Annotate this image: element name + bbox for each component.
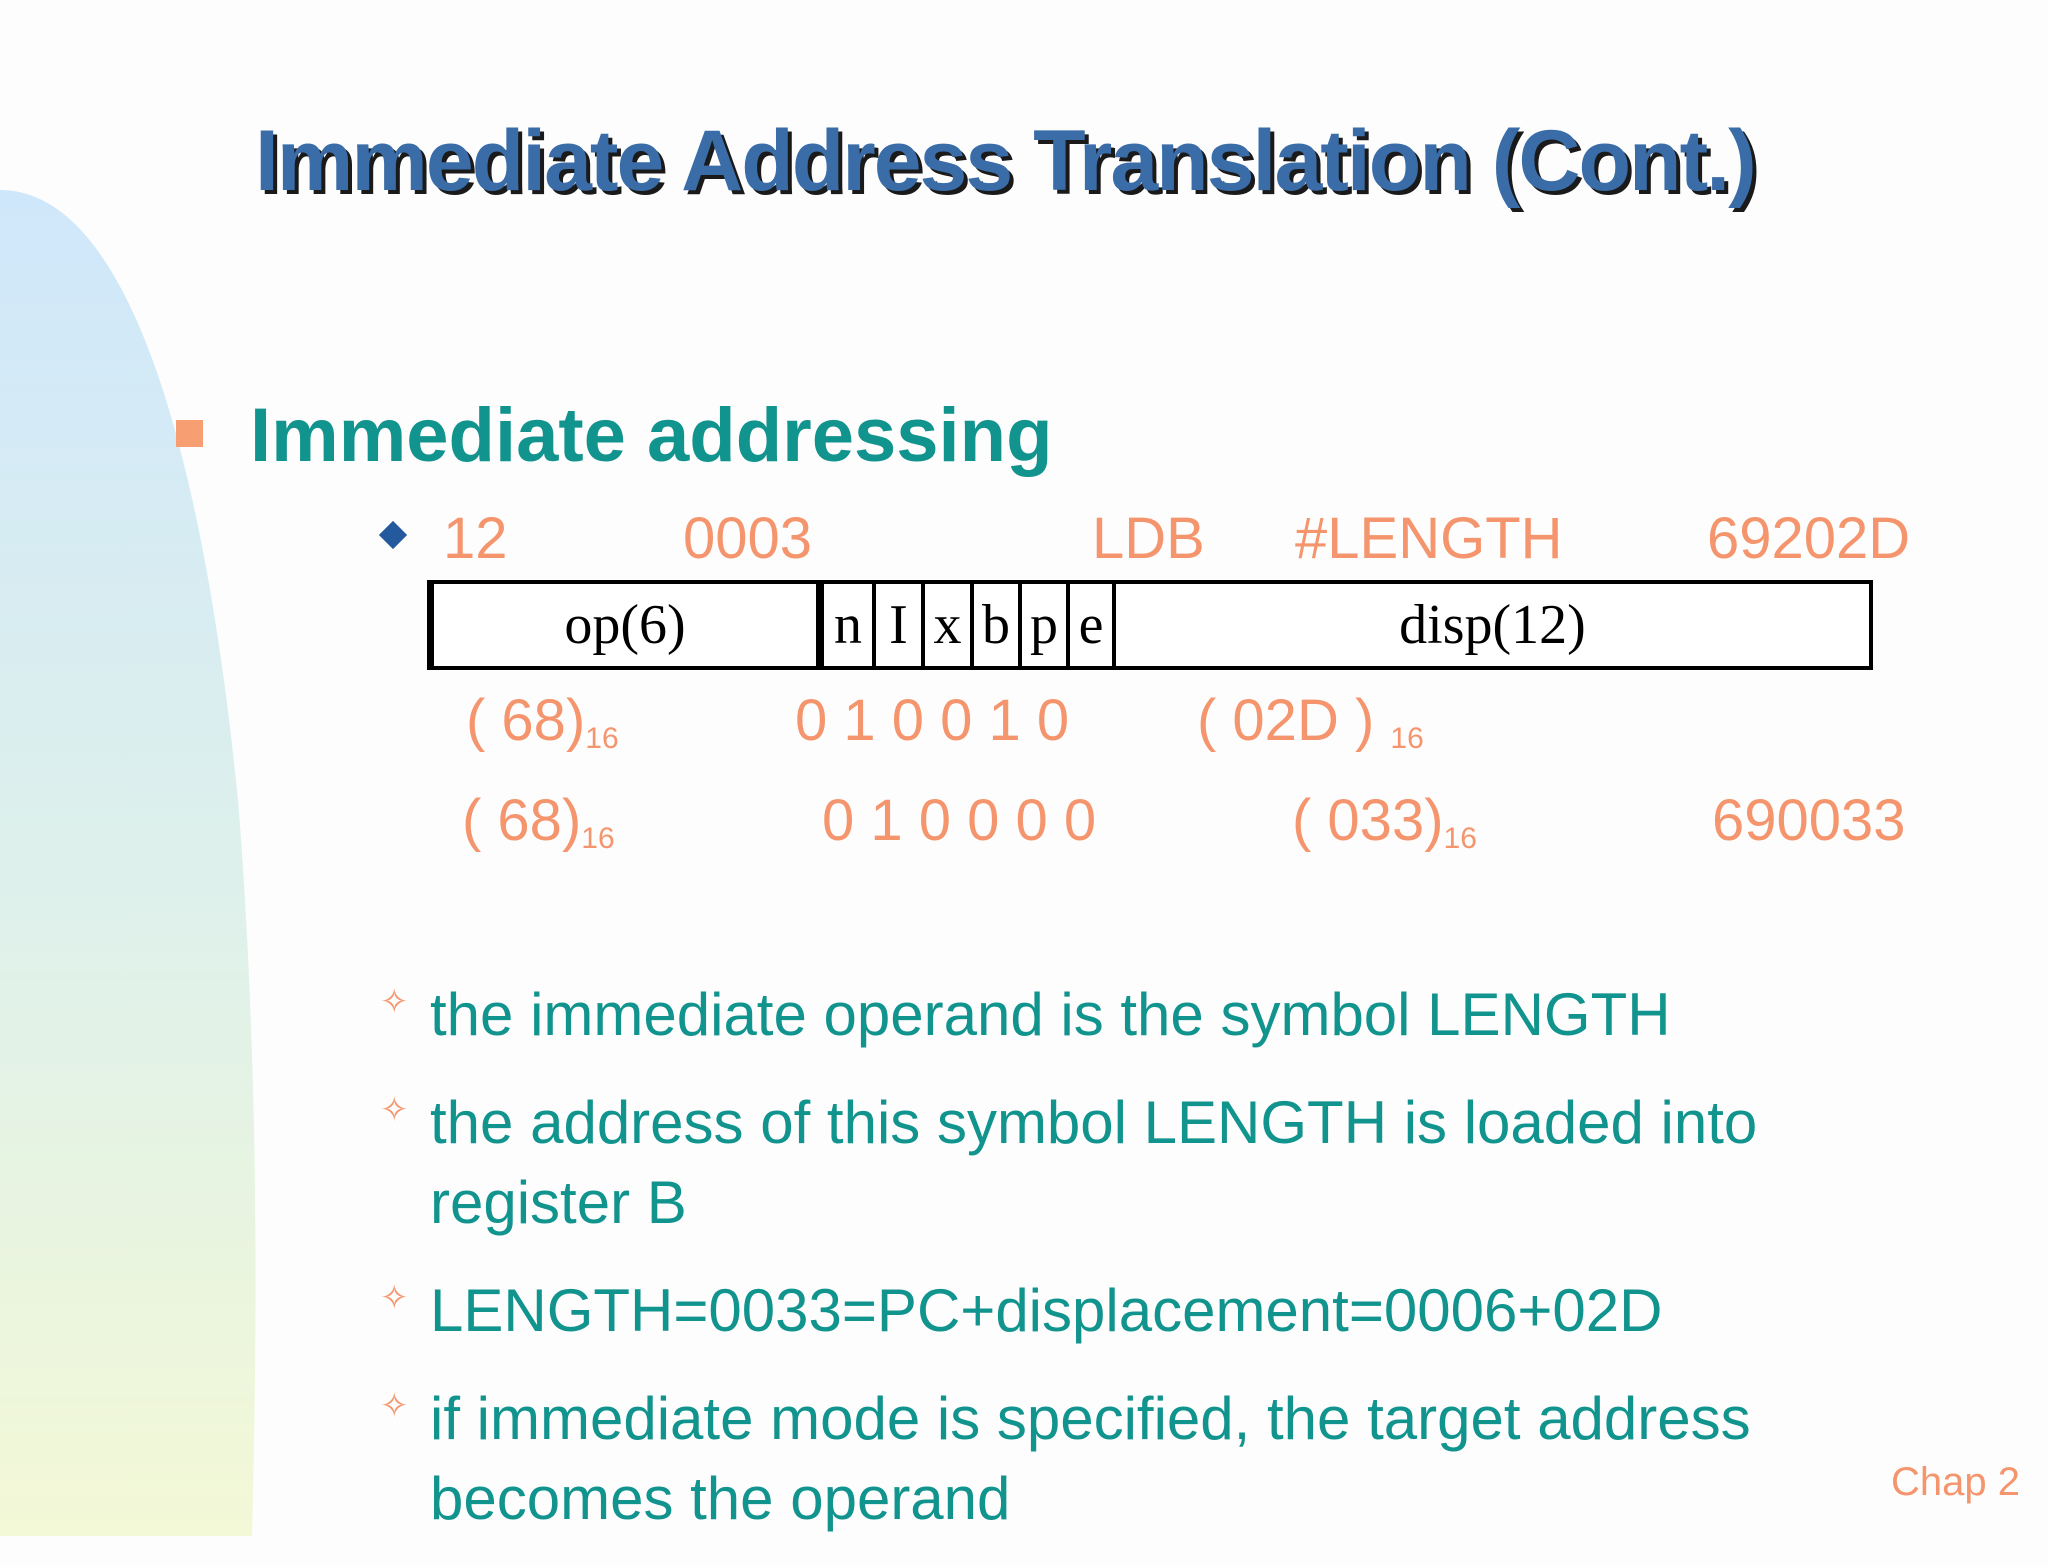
note-text: the immediate operand is the symbol LENG… bbox=[430, 981, 1671, 1048]
square-bullet-icon bbox=[176, 420, 203, 447]
notes-list: ✧ the immediate operand is the symbol LE… bbox=[380, 975, 1980, 1567]
field-p: p bbox=[1018, 584, 1066, 666]
row1-flags: 0 1 0 0 1 0 bbox=[795, 688, 1070, 753]
row2-disp: ( 033)16 bbox=[1292, 788, 1477, 855]
field-n: n bbox=[820, 584, 872, 666]
row2-op: ( 68)16 bbox=[462, 788, 615, 855]
field-x: x bbox=[921, 584, 970, 666]
star-bullet-icon: ✧ bbox=[380, 1387, 409, 1425]
field-e: e bbox=[1066, 584, 1116, 666]
chapter-footer: Chap 2 bbox=[1891, 1460, 2020, 1504]
note-text: LENGTH=0033=PC+displacement=0006+02D bbox=[430, 1277, 1663, 1344]
note-text: if immediate mode is specified, the targ… bbox=[430, 1385, 1751, 1532]
source-opcode: LDB bbox=[1092, 506, 1205, 571]
row2-flags: 0 1 0 0 0 0 bbox=[822, 788, 1097, 853]
bullet-heading: Immediate addressing bbox=[250, 393, 1053, 478]
field-op: op(6) bbox=[434, 584, 820, 666]
field-b: b bbox=[970, 584, 1018, 666]
list-item: ✧ if immediate mode is specified, the ta… bbox=[380, 1379, 1970, 1539]
source-loc: 12 bbox=[443, 506, 508, 571]
decorative-wave-background bbox=[0, 190, 256, 1536]
source-operand: #LENGTH bbox=[1295, 506, 1563, 571]
field-disp: disp(12) bbox=[1399, 594, 1586, 656]
source-object-code: 69202D bbox=[1707, 506, 1911, 571]
row1-disp: ( 02D ) 16 bbox=[1197, 688, 1424, 755]
diamond-bullet-icon bbox=[378, 520, 408, 550]
star-bullet-icon: ✧ bbox=[380, 983, 409, 1021]
row2-object-code: 690033 bbox=[1712, 788, 1906, 853]
field-i: I bbox=[872, 584, 921, 666]
star-bullet-icon: ✧ bbox=[380, 1279, 409, 1317]
instruction-format-diagram: op(6) n I x b p e disp(12) bbox=[427, 580, 1873, 670]
source-address: 0003 bbox=[683, 506, 813, 571]
slide-title: Immediate Address Translation (Cont.) bbox=[255, 113, 1757, 209]
list-item: ✧ the address of this symbol LENGTH is l… bbox=[380, 1083, 1970, 1243]
list-item: ✧ LENGTH=0033=PC+displacement=0006+02D bbox=[380, 1271, 1980, 1351]
note-text: the address of this symbol LENGTH is loa… bbox=[430, 1089, 1758, 1236]
list-item: ✧ the immediate operand is the symbol LE… bbox=[380, 975, 1980, 1055]
row1-op: ( 68)16 bbox=[466, 688, 619, 755]
star-bullet-icon: ✧ bbox=[380, 1091, 409, 1129]
